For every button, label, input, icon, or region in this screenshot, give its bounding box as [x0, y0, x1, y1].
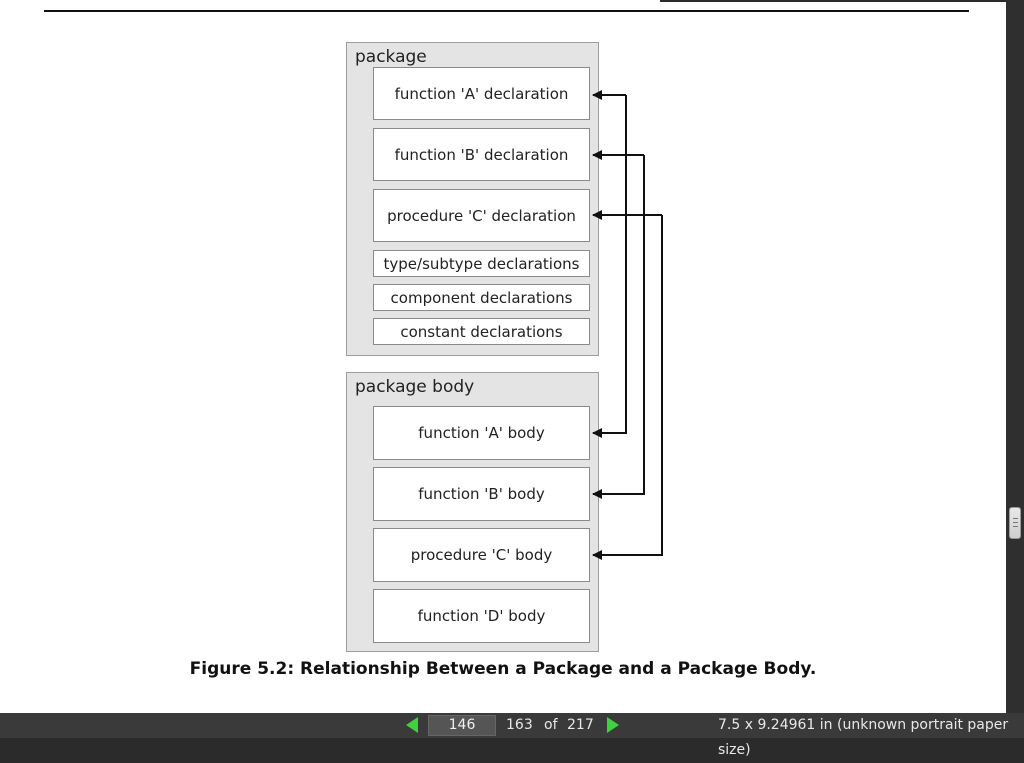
- vertical-scrollbar[interactable]: [1006, 0, 1024, 713]
- function-d-body-box: function 'D' body: [373, 589, 590, 643]
- function-b-body-box: function 'B' body: [373, 467, 590, 521]
- page-label: 163: [506, 717, 533, 733]
- status-bar: 146 163 of 217 7.5 x 9.24961 in (unknown…: [0, 713, 1024, 758]
- constant-declarations-box: constant declarations: [373, 318, 590, 345]
- triangle-left-icon[interactable]: [406, 717, 418, 733]
- total-pages: 217: [567, 717, 594, 733]
- triangle-right-icon[interactable]: [607, 717, 619, 733]
- header-rule: [44, 10, 969, 12]
- arrow-procedure-c: [592, 210, 663, 560]
- document-page: package function 'A' declaration functio…: [0, 0, 1006, 713]
- procedure-c-declaration-box: procedure 'C' declaration: [373, 189, 590, 242]
- type-subtype-declarations-box: type/subtype declarations: [373, 250, 590, 277]
- arrow-function-b: [592, 150, 645, 499]
- procedure-c-body-box: procedure 'C' body: [373, 528, 590, 582]
- component-declarations-box: component declarations: [373, 284, 590, 311]
- previous-page-edge: [660, 0, 1006, 2]
- of-label: of: [544, 717, 558, 733]
- paper-size-info: 7.5 x 9.24961 in (unknown portrait paper…: [718, 717, 1009, 758]
- function-a-declaration-box: function 'A' declaration: [373, 67, 590, 120]
- figure-caption: Figure 5.2: Relationship Between a Packa…: [189, 659, 817, 679]
- function-a-body-box: function 'A' body: [373, 406, 590, 460]
- connector-arrows: [592, 90, 663, 560]
- scrollbar-thumb[interactable]: [1009, 507, 1021, 539]
- package-body-label: package body: [355, 377, 475, 397]
- page-number-input[interactable]: 146: [428, 715, 496, 736]
- package-label: package: [355, 47, 427, 67]
- arrow-function-a: [592, 90, 627, 438]
- function-b-declaration-box: function 'B' declaration: [373, 128, 590, 181]
